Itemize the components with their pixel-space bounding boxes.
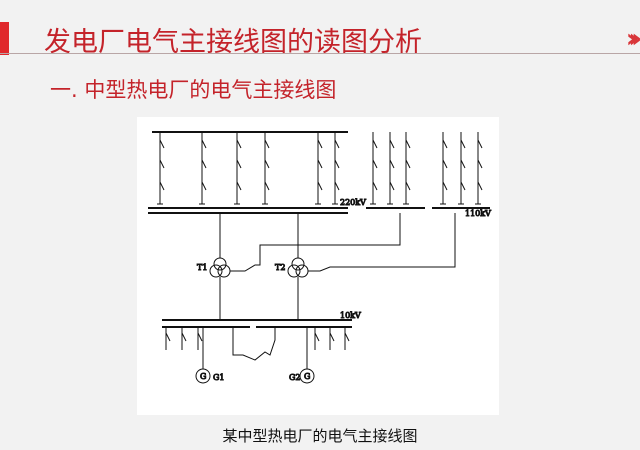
switch (389, 139, 395, 149)
label-220kv: 220kV (340, 198, 366, 207)
switch (329, 332, 335, 342)
figure-caption: 某中型热电厂的电气主接线图 (222, 427, 418, 445)
switch (389, 181, 395, 191)
transformer-t2 (287, 257, 309, 278)
switch (372, 159, 378, 169)
switch (264, 159, 270, 169)
switch (264, 139, 270, 149)
g1-symbol: G (200, 372, 206, 381)
switch (460, 181, 466, 191)
g2-symbol: G (304, 372, 310, 381)
switch (317, 159, 323, 169)
title-accent-bar (0, 22, 9, 55)
double-chevron-right-icon: ››› (625, 24, 640, 54)
switch (159, 181, 165, 191)
main-wiring-diagram: 220kV 110kV 10kV T1 T2 G1 G2 G G (137, 117, 499, 415)
label-g2: G2 (289, 373, 300, 382)
switch (236, 159, 242, 169)
t1-mv-lead (230, 213, 401, 272)
switch (236, 139, 242, 149)
wiring-diagram-svg: 220kV 110kV 10kV T1 T2 G1 G2 G G (148, 131, 492, 384)
switch (201, 181, 207, 191)
title-divider (0, 53, 640, 54)
switch (201, 159, 207, 169)
switch (405, 159, 411, 169)
switch (165, 332, 171, 342)
switch (317, 181, 323, 191)
switch (405, 139, 411, 149)
switch (314, 332, 320, 342)
switch (181, 332, 187, 342)
switch (201, 139, 207, 149)
switch (197, 332, 203, 342)
switch (442, 139, 448, 149)
label-t1: T1 (197, 263, 207, 272)
switch (405, 181, 411, 191)
switch (334, 159, 340, 169)
transformer-t1 (209, 257, 231, 278)
switch (159, 139, 165, 149)
section-subtitle: 一. 中型热电厂的电气主接线图 (50, 78, 337, 102)
switch (334, 139, 340, 149)
label-g1: G1 (213, 373, 224, 382)
switch (442, 181, 448, 191)
switch (372, 181, 378, 191)
switch (344, 332, 350, 342)
switch (389, 159, 395, 169)
switch (477, 159, 483, 169)
switch (442, 159, 448, 169)
switch (264, 181, 270, 191)
switch (372, 139, 378, 149)
switch (334, 181, 340, 191)
label-t2: T2 (275, 263, 285, 272)
t2-mv-lead (308, 213, 456, 272)
switch (477, 181, 483, 191)
switch (317, 139, 323, 149)
switch (236, 181, 242, 191)
switch (477, 139, 483, 149)
switch (460, 139, 466, 149)
switch (460, 159, 466, 169)
switch (159, 159, 165, 169)
label-10kv: 10kV (340, 311, 361, 320)
reactor-link (232, 327, 276, 361)
slide-title: 发电厂电气主接线图的读图分析 (44, 27, 422, 58)
label-110kv: 110kV (465, 209, 491, 218)
